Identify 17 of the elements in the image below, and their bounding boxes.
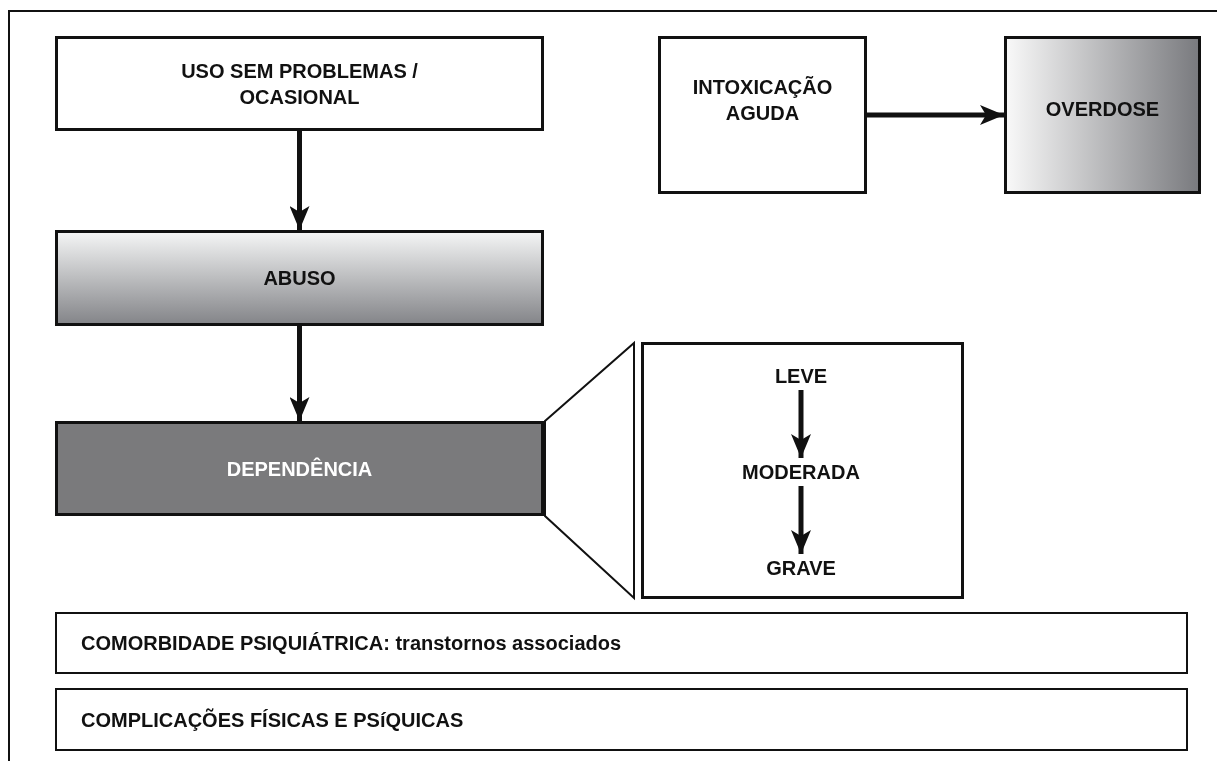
arrow bbox=[867, 105, 1004, 125]
arrow bbox=[791, 486, 811, 554]
expansion-trapezoid bbox=[544, 342, 635, 599]
info-bar: COMPLICAÇÕES FÍSICAS E PSíQUICAS bbox=[55, 688, 1188, 751]
severity-label: GRAVE bbox=[711, 554, 891, 582]
process-box: OVERDOSE bbox=[1004, 36, 1201, 194]
detail-box bbox=[641, 342, 964, 599]
severity-label: LEVE bbox=[711, 362, 891, 390]
process-box: ABUSO bbox=[55, 230, 544, 326]
info-bar: COMORBIDADE PSIQUIÁTRICA: transtornos associados bbox=[55, 612, 1188, 674]
arrow bbox=[289, 131, 310, 230]
arrow bbox=[289, 326, 310, 421]
process-box: DEPENDÊNCIA bbox=[55, 421, 544, 516]
process-box: USO SEM PROBLEMAS / OCASIONAL bbox=[55, 36, 544, 131]
arrow bbox=[791, 390, 811, 458]
severity-label: MODERADA bbox=[711, 458, 891, 486]
process-box: INTOXICAÇÃO AGUDA bbox=[658, 36, 867, 194]
